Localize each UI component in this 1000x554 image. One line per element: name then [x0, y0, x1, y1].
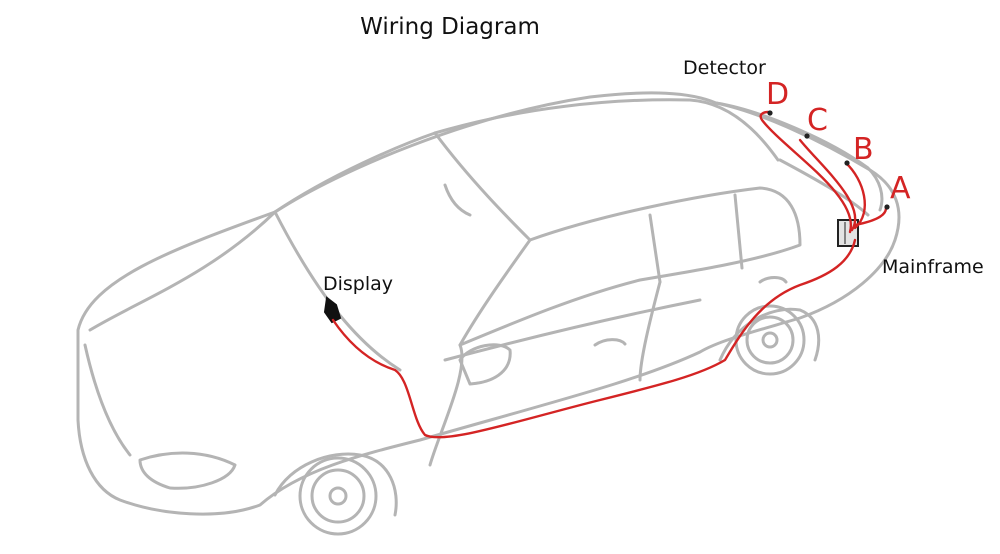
mainframe-label: Mainframe: [882, 256, 984, 278]
detector-label: Detector: [683, 57, 766, 79]
display-unit: [323, 296, 342, 324]
diagram-title: Wiring Diagram: [360, 14, 540, 40]
sensor-label-a: A: [890, 171, 911, 206]
sensor-label-b: B: [853, 132, 874, 167]
sensor-points: [767, 110, 890, 210]
sensor-label-c: C: [807, 103, 828, 138]
sensor-label-d: D: [766, 77, 790, 112]
display-label: Display: [323, 273, 394, 295]
wiring-harness: [331, 110, 888, 439]
car-outline: [76, 91, 901, 536]
